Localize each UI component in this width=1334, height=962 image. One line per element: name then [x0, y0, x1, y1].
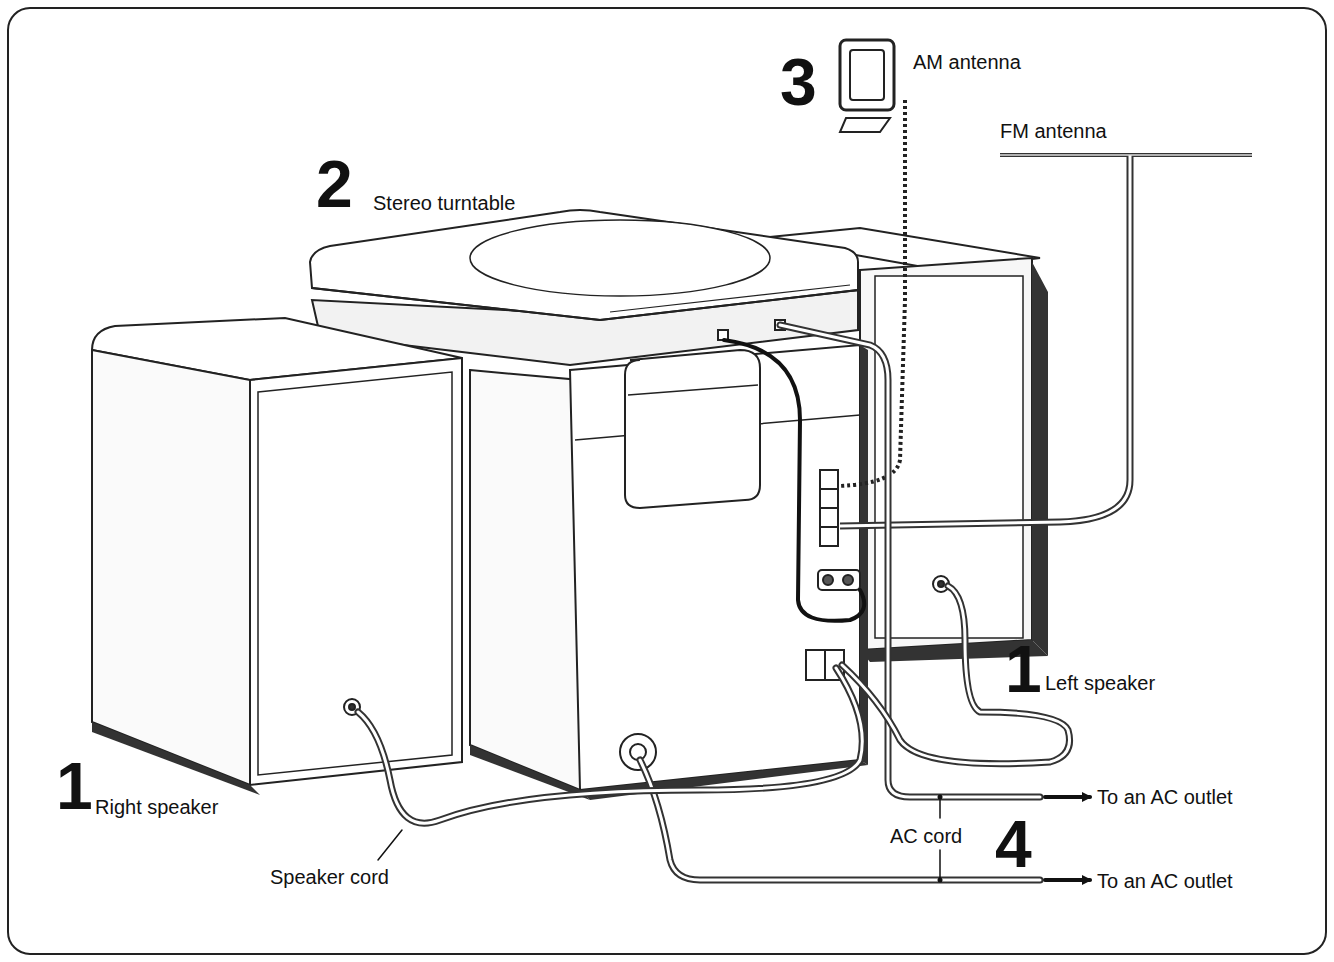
right-speaker [92, 318, 462, 795]
part-label: Speaker cord [270, 867, 389, 887]
callout-number: 4 [995, 811, 1032, 877]
part-label: AC cord [890, 826, 962, 846]
callout-number: 3 [780, 49, 817, 115]
frame [8, 8, 1326, 954]
part-label: AM antenna [913, 52, 1021, 72]
part-label: Stereo turntable [373, 193, 515, 213]
callout-number: 1 [56, 753, 93, 819]
note-label: To an AC outlet [1097, 787, 1233, 807]
am-antenna [838, 40, 905, 486]
part-label: Left speaker [1045, 673, 1155, 693]
fm-antenna [840, 155, 1252, 526]
note-label: To an AC outlet [1097, 871, 1233, 891]
callout-number: 2 [316, 151, 353, 217]
main-unit [470, 345, 868, 800]
wires [358, 325, 1090, 883]
callout-number: 1 [1005, 636, 1042, 702]
part-label: Right speaker [95, 797, 218, 817]
part-label: FM antenna [1000, 121, 1107, 141]
